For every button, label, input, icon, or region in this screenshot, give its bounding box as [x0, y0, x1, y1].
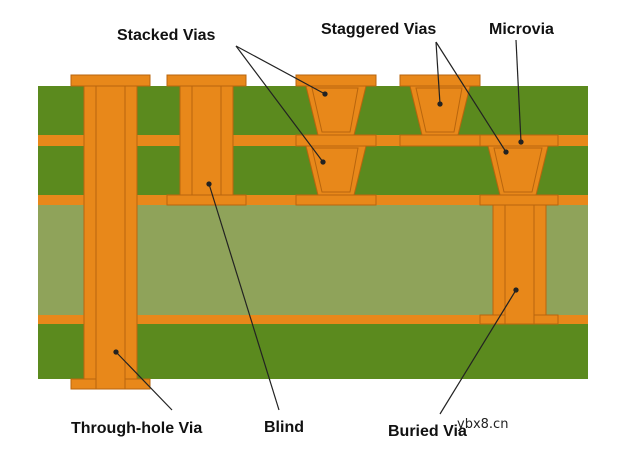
blind-via — [166, 74, 247, 206]
pointer-stacked-top — [235, 45, 328, 97]
pointer-staggered-top — [435, 41, 443, 107]
copper-plane-3 — [38, 315, 588, 324]
pointer-staggered-bottom — [435, 41, 509, 155]
label-staggered-vias: Staggered Vias — [321, 21, 436, 38]
label-blind: Blind — [264, 419, 304, 436]
pointer-microvia — [515, 39, 524, 145]
through-hole-via — [70, 74, 151, 390]
pointer-through-hole — [113, 349, 173, 411]
buried-via — [479, 204, 559, 325]
label-microvia: Microvia — [489, 21, 554, 38]
label-stacked-vias: Stacked Vias — [117, 27, 216, 44]
label-buried-via: Buried Via — [388, 423, 467, 440]
pointer-lines — [113, 39, 524, 415]
label-through-hole-via: Through-hole Via — [71, 420, 202, 437]
pointer-buried — [439, 287, 519, 415]
stacked-vias — [295, 74, 377, 206]
staggered-via-top — [399, 74, 481, 147]
watermark: ybx8.cn — [457, 417, 508, 432]
pointer-stacked-bottom — [235, 45, 326, 165]
pointer-blind — [206, 181, 280, 411]
